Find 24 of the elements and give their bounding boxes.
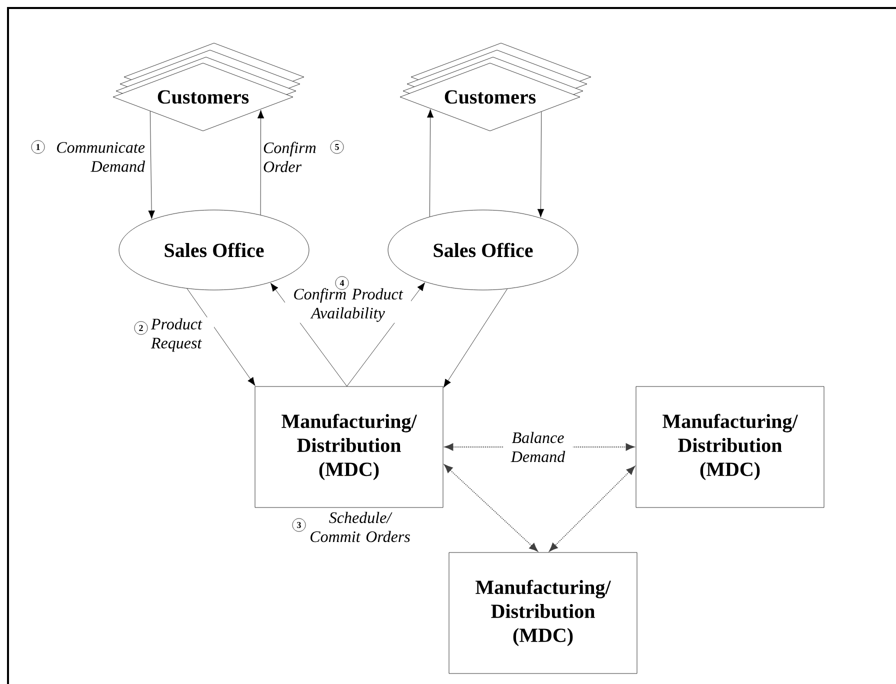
step-number: 2 — [134, 321, 148, 335]
arrow — [186, 288, 256, 386]
step-number: 4 — [335, 276, 349, 290]
arrow — [443, 288, 508, 388]
arrow — [444, 464, 538, 552]
arrow — [426, 109, 434, 217]
arrow — [537, 112, 544, 218]
edge-label: Confirm Product Availability — [285, 287, 411, 323]
arrow — [257, 110, 264, 216]
arrow — [549, 466, 636, 552]
step-number: 5 — [330, 140, 344, 154]
customer-stack: Customers — [400, 42, 592, 132]
edge-label: Balance Demand — [503, 430, 573, 464]
arrow — [148, 110, 155, 219]
edge-label: Communicate Demand — [44, 141, 146, 173]
step-number: 1 — [31, 140, 45, 154]
step-caption: Schedule/ Commit Orders — [310, 512, 410, 542]
step-number: 3 — [292, 518, 306, 532]
process-box: Manufacturing/ Distribution (MDC) — [448, 552, 638, 674]
customer-stack: Customers — [112, 42, 304, 132]
edge-label: Product Request — [150, 317, 214, 353]
process-box: Manufacturing/ Distribution (MDC) — [636, 386, 824, 508]
process-box: Manufacturing/ Distribution (MDC) — [254, 386, 444, 508]
edge-label: Confirm Order — [262, 140, 326, 174]
